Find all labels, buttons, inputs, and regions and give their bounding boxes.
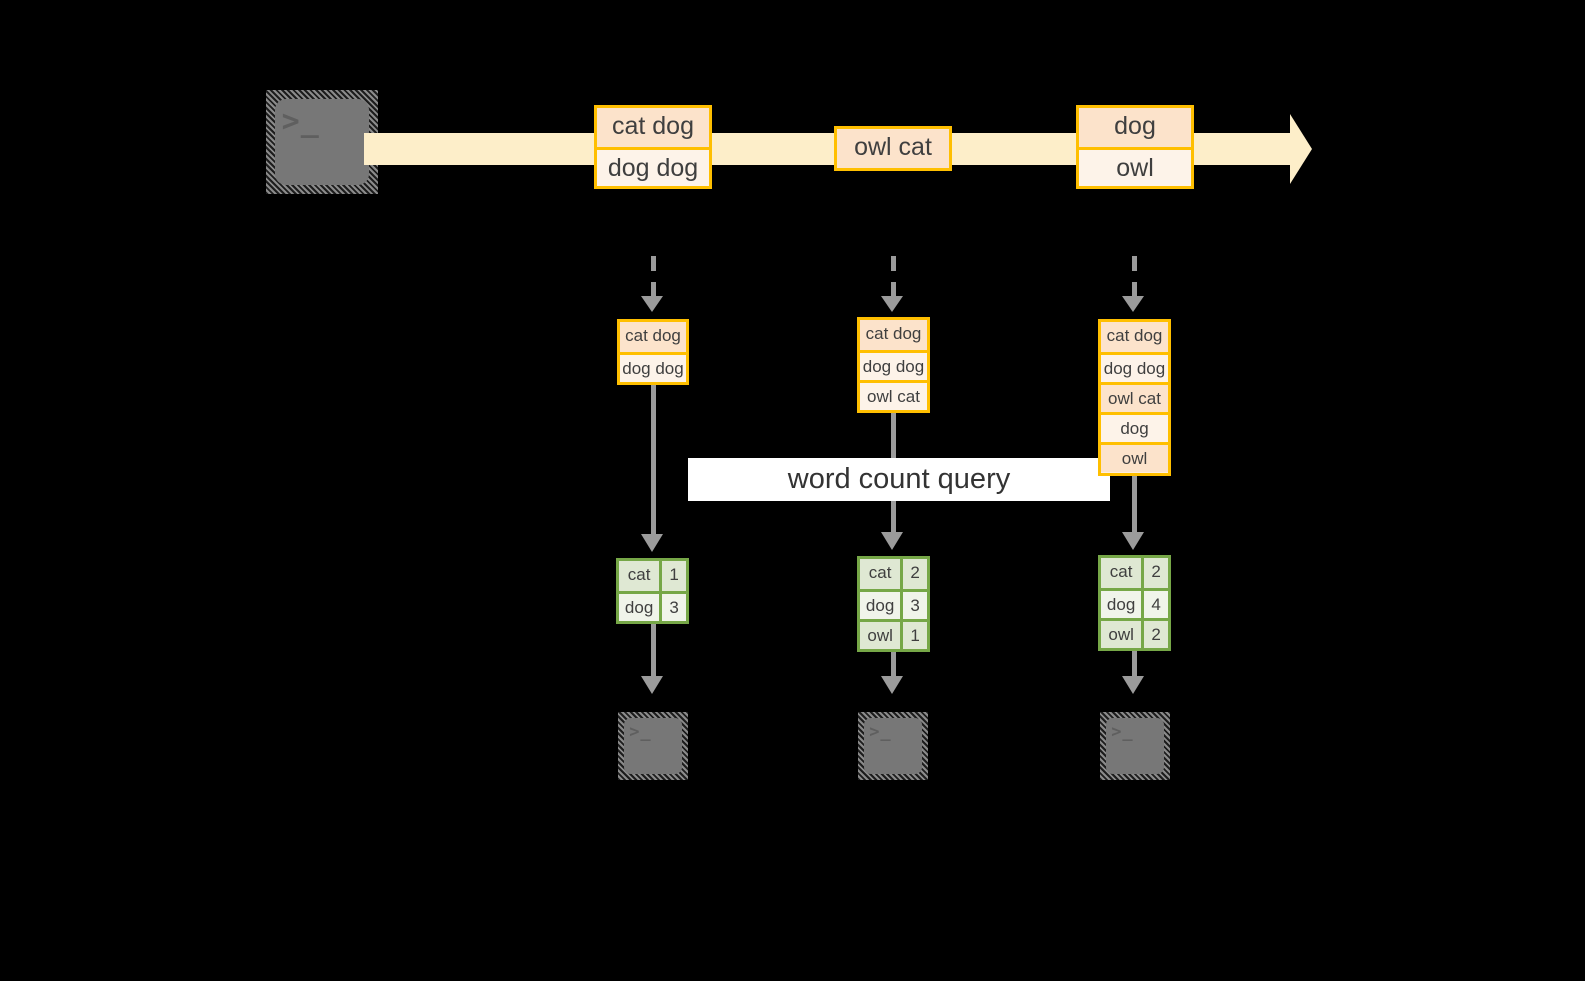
terminal-prompt-text: >_ bbox=[629, 722, 652, 743]
table-row: cat 2 bbox=[1101, 558, 1168, 588]
stream-arrowhead-icon bbox=[1290, 114, 1312, 184]
snapshot-3-result-table: cat 2 dog 4 owl 2 bbox=[1098, 555, 1171, 651]
stack-record: dog dog bbox=[620, 352, 686, 382]
stack-record: dog dog bbox=[1101, 352, 1168, 382]
snapshot-3-input-stack: cat dog dog dog owl cat dog owl bbox=[1098, 319, 1171, 476]
table-cell-word: dog bbox=[624, 598, 654, 617]
stack-record: owl bbox=[1101, 442, 1168, 472]
snapshot-2-result-table: cat 2 dog 3 owl 1 bbox=[857, 556, 930, 652]
snapshot-2-trigger-arrowhead-icon bbox=[881, 296, 903, 312]
snapshot-3-trigger-arrowhead-icon bbox=[1122, 296, 1144, 312]
snapshot-2-query-arrowhead-icon bbox=[881, 532, 903, 550]
table-row: dog 4 bbox=[1101, 588, 1168, 618]
stack-record: cat dog bbox=[620, 322, 686, 352]
stream-batch-1: cat dog dog dog bbox=[594, 105, 712, 189]
table-row: cat 2 bbox=[860, 559, 927, 589]
table-row: owl 2 bbox=[1101, 618, 1168, 648]
snapshot-1-trigger-arrowhead-icon bbox=[641, 296, 663, 312]
table-cell-count: 1 bbox=[900, 622, 927, 649]
snapshot-1-input-stack: cat dog dog dog bbox=[617, 319, 689, 385]
snapshot-1-query-arrow-line bbox=[651, 385, 656, 540]
table-row: dog 3 bbox=[619, 591, 686, 621]
stream-batch-2: owl cat bbox=[834, 126, 952, 171]
terminal-prompt-text: >_ bbox=[1111, 722, 1134, 743]
terminal-screen bbox=[864, 718, 922, 774]
table-cell-word: owl bbox=[867, 626, 893, 645]
terminal-prompt-text: >_ bbox=[281, 103, 320, 139]
table-cell-count: 4 bbox=[1141, 591, 1168, 618]
terminal-screen bbox=[275, 99, 369, 185]
table-cell-word: cat bbox=[1109, 562, 1133, 581]
source-terminal-icon: >_ bbox=[266, 90, 378, 194]
table-row: dog 3 bbox=[860, 589, 927, 619]
snapshot-3-query-arrowhead-icon bbox=[1122, 532, 1144, 550]
snapshot-3-sink-terminal-icon: >_ bbox=[1100, 712, 1170, 780]
table-cell-count: 2 bbox=[900, 559, 927, 589]
query-label: word count query bbox=[688, 458, 1110, 501]
stack-record: owl cat bbox=[1101, 382, 1168, 412]
snapshot-3-sink-arrowhead-icon bbox=[1122, 676, 1144, 694]
snapshot-3-query-arrow-line bbox=[1132, 476, 1137, 538]
snapshot-1-trigger-arrow-line bbox=[651, 256, 656, 302]
snapshot-1-query-arrowhead-icon bbox=[641, 534, 663, 552]
table-cell-count: 3 bbox=[900, 592, 927, 619]
table-row: owl 1 bbox=[860, 619, 927, 649]
table-cell-count: 2 bbox=[1141, 558, 1168, 588]
stack-record: dog dog bbox=[860, 350, 927, 380]
snapshot-1-sink-arrow-line bbox=[651, 624, 656, 682]
table-cell-word: dog bbox=[1106, 595, 1136, 614]
snapshot-1-sink-arrowhead-icon bbox=[641, 676, 663, 694]
snapshot-2-trigger-arrow-line bbox=[891, 256, 896, 302]
table-cell-count: 1 bbox=[659, 561, 686, 591]
stream-record: dog bbox=[1079, 108, 1191, 147]
table-cell-word: cat bbox=[627, 565, 651, 584]
snapshot-2-input-stack: cat dog dog dog owl cat bbox=[857, 317, 930, 413]
table-cell-word: owl bbox=[1108, 625, 1134, 644]
snapshot-2-sink-arrowhead-icon bbox=[881, 676, 903, 694]
stack-record: dog bbox=[1101, 412, 1168, 442]
terminal-screen bbox=[1106, 718, 1164, 774]
terminal-prompt-text: >_ bbox=[869, 722, 892, 743]
table-cell-count: 3 bbox=[659, 594, 686, 621]
snapshot-2-sink-arrow-line bbox=[891, 652, 896, 682]
stream-record: dog dog bbox=[597, 147, 709, 186]
stack-record: cat dog bbox=[1101, 322, 1168, 352]
stream-record: cat dog bbox=[597, 108, 709, 147]
stream-batch-3: dog owl bbox=[1076, 105, 1194, 189]
snapshot-2-sink-terminal-icon: >_ bbox=[858, 712, 928, 780]
stream-record: owl cat bbox=[837, 129, 949, 168]
stack-record: owl cat bbox=[860, 380, 927, 410]
table-cell-word: dog bbox=[865, 596, 895, 615]
table-cell-word: cat bbox=[868, 563, 892, 582]
snapshot-3-trigger-arrow-line bbox=[1132, 256, 1137, 302]
stream-record: owl bbox=[1079, 147, 1191, 186]
stack-record: cat dog bbox=[860, 320, 927, 350]
table-cell-count: 2 bbox=[1141, 621, 1168, 648]
terminal-screen bbox=[624, 718, 682, 774]
table-row: cat 1 bbox=[619, 561, 686, 591]
snapshot-1-result-table: cat 1 dog 3 bbox=[616, 558, 689, 624]
snapshot-3-sink-arrow-line bbox=[1132, 651, 1137, 682]
snapshot-1-sink-terminal-icon: >_ bbox=[618, 712, 688, 780]
